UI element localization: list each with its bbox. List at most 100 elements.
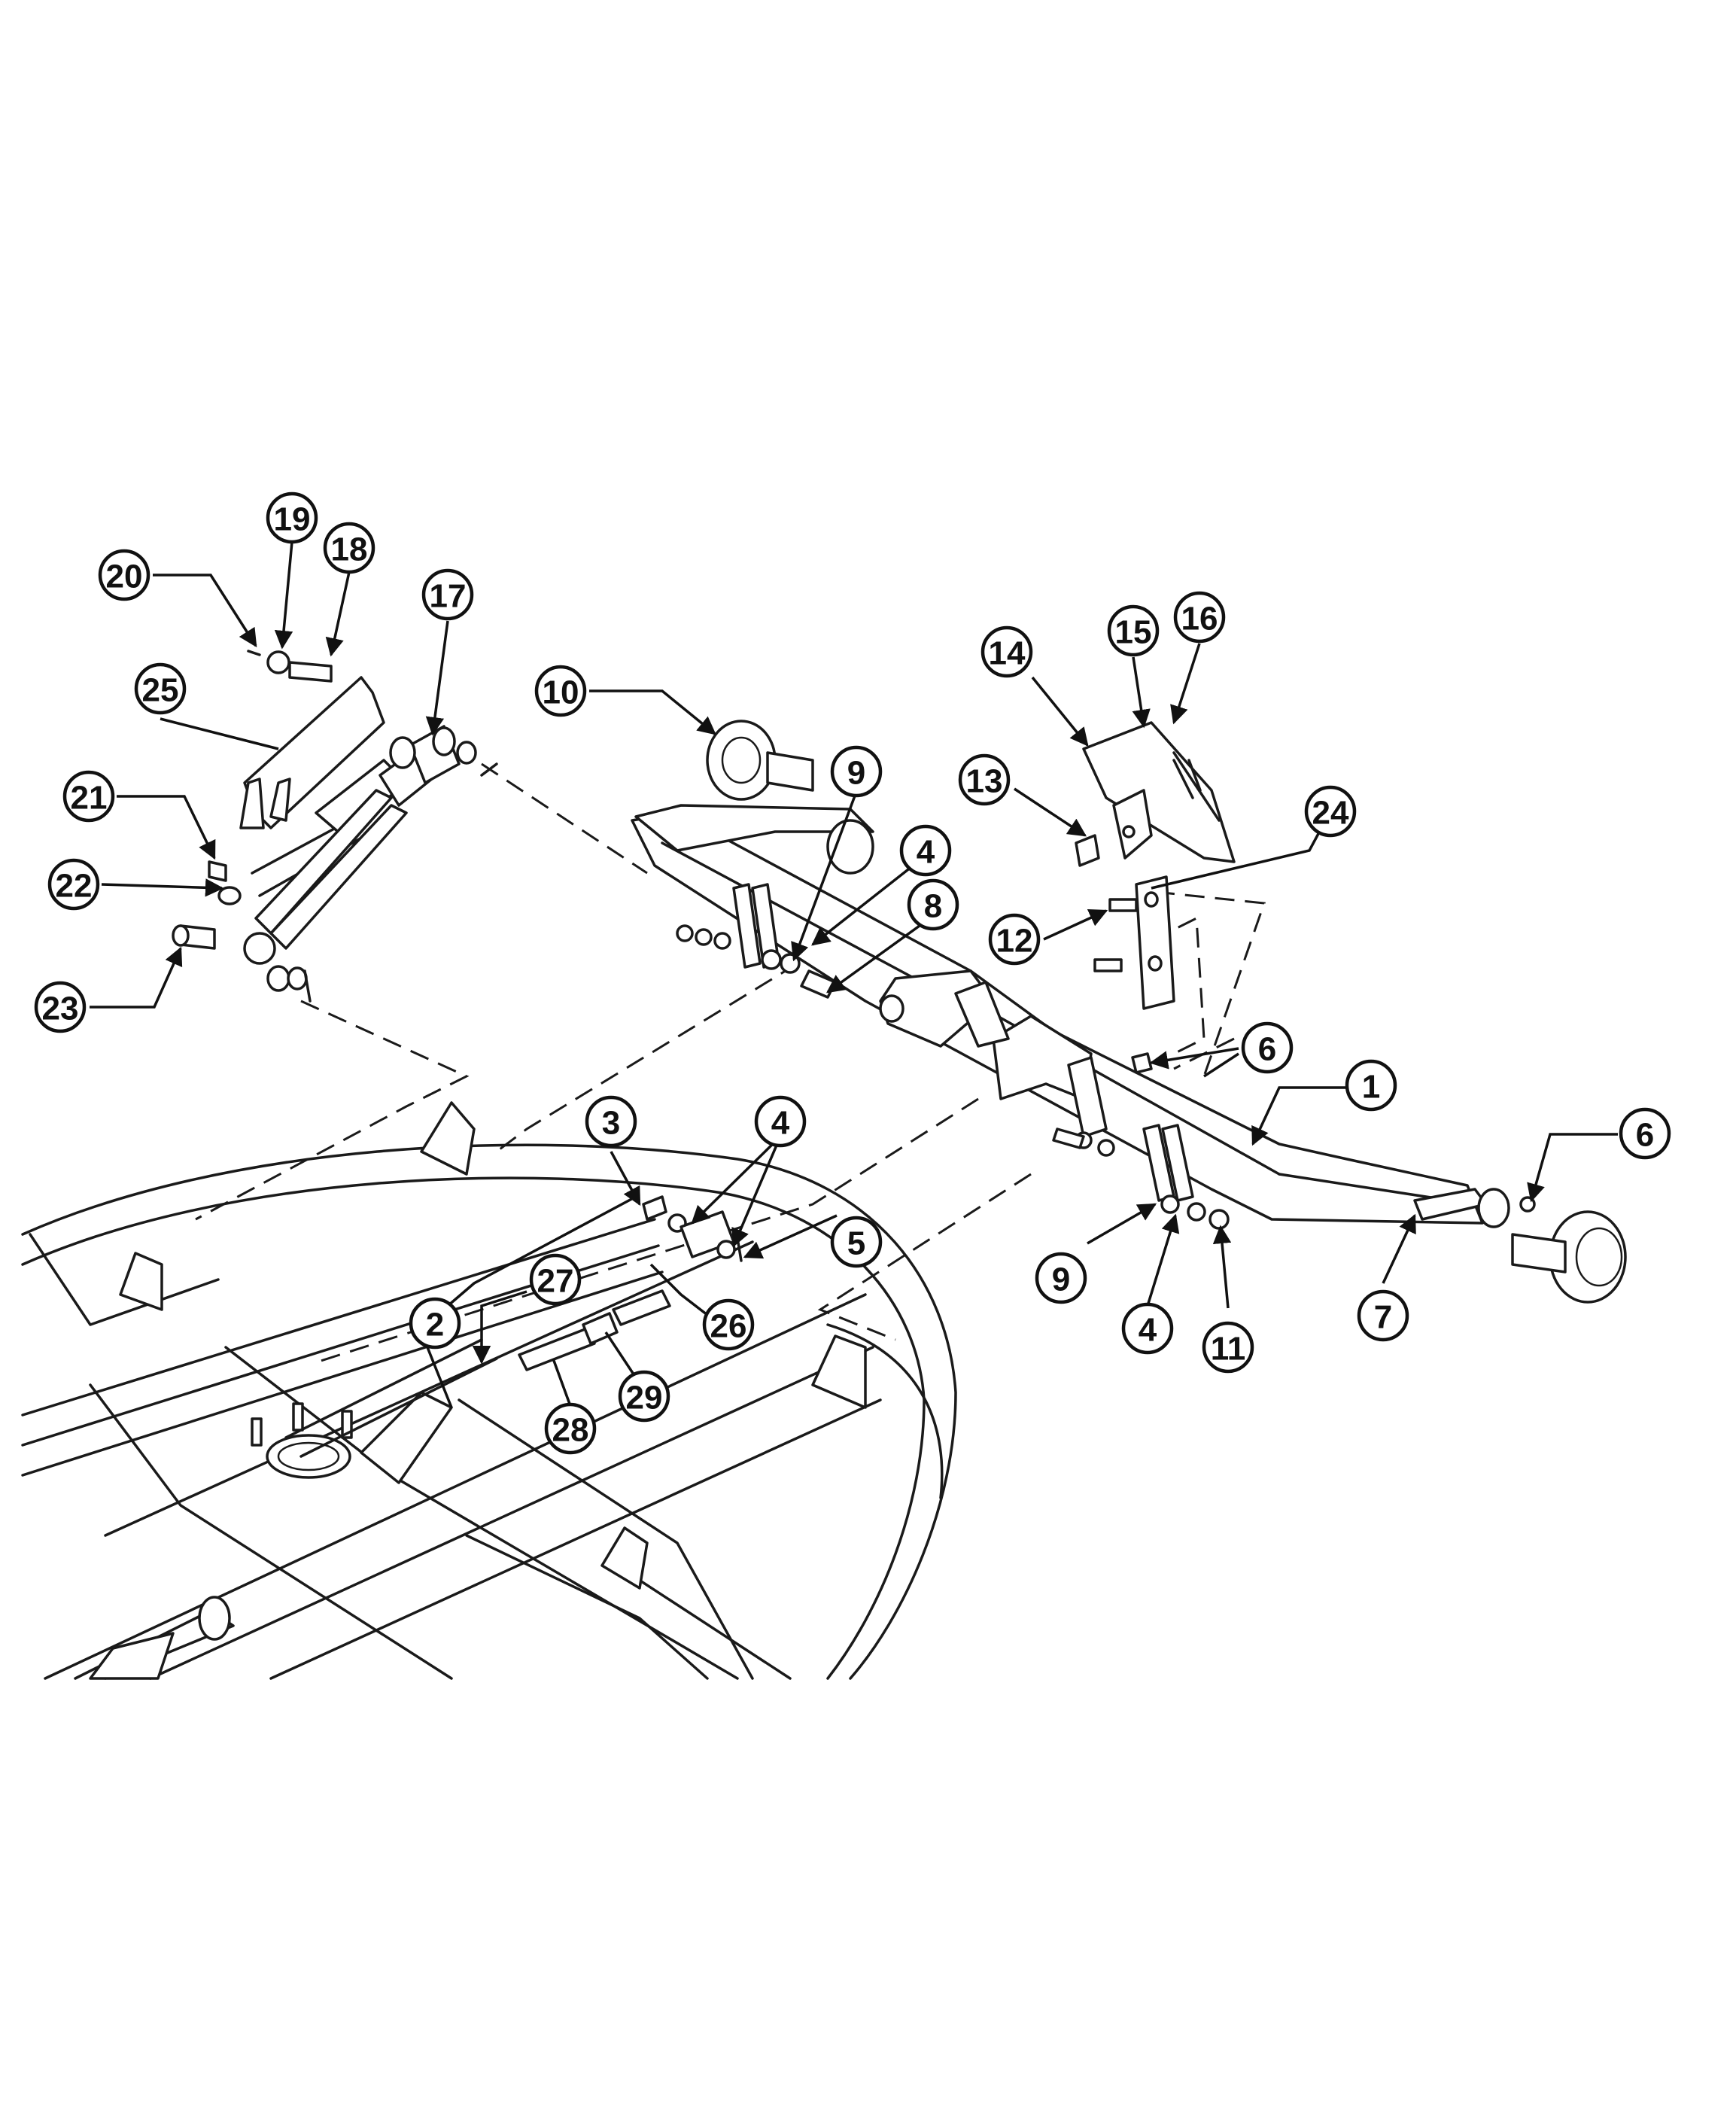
callout-circle [98,549,150,601]
callout-14: 14 [980,625,1033,678]
leader-lines [90,541,1618,1408]
callout-number: 21 [71,780,108,817]
callout-9: 9 [830,745,883,798]
callout-number: 4 [771,1105,790,1142]
callout-circle [47,858,100,911]
callout-circle [830,745,883,798]
callout-circle [1357,1289,1409,1342]
callout-circle [323,522,375,574]
callout-circle [1202,1321,1254,1374]
callout-number: 9 [1052,1261,1070,1298]
callout-circle [134,662,187,715]
callout-6: 6 [1241,1021,1294,1074]
callout-number: 16 [1181,601,1218,638]
callout-circle [1121,1302,1174,1355]
callout-number: 28 [552,1412,589,1449]
callout-17: 17 [421,568,474,621]
callout-3: 3 [585,1095,637,1148]
callout-6: 6 [1619,1107,1671,1160]
callout-27: 27 [529,1253,582,1306]
assembly-guide-lines [195,762,1266,1364]
callout-number: 22 [56,868,93,905]
callout-circle [1241,1021,1294,1074]
callout-number: 4 [1139,1312,1157,1349]
callout-number: 9 [847,755,865,792]
callout-29: 29 [618,1370,670,1423]
callout-circle [529,1253,582,1306]
callout-4: 4 [1121,1302,1174,1355]
callout-circle [1304,785,1357,838]
callout-number: 12 [996,923,1033,960]
callout-21: 21 [62,770,115,823]
callout-22: 22 [47,858,100,911]
callout-number: 29 [626,1380,663,1417]
callout-19: 19 [266,491,318,544]
callout-number: 15 [1115,614,1152,651]
callout-number: 27 [537,1263,574,1300]
callout-circle [544,1402,597,1455]
callout-circle [988,913,1041,966]
callout-number: 17 [430,578,467,615]
callout-circle [907,878,959,931]
callout-circle [618,1370,670,1423]
callout-2: 2 [409,1297,461,1350]
callout-circle [409,1297,461,1350]
callout-number: 1 [1362,1069,1380,1106]
callout-24: 24 [1304,785,1357,838]
callout-number: 14 [989,635,1026,672]
callout-circle [1035,1252,1087,1304]
callout-7: 7 [1357,1289,1409,1342]
callout-number: 13 [966,763,1003,800]
callout-number: 18 [331,531,368,568]
callout-9: 9 [1035,1252,1087,1304]
callout-13: 13 [958,753,1011,806]
mower-deck [21,1101,957,1680]
callout-5: 5 [830,1216,883,1268]
lift-cylinder-assembly [172,650,498,1003]
callout-20: 20 [98,549,150,601]
callout-10: 10 [534,665,587,717]
callout-circle [980,625,1033,678]
callout-circle [585,1095,637,1148]
callout-4: 4 [754,1095,807,1148]
callout-number: 23 [42,991,79,1027]
callout-circle [534,665,587,717]
callout-1: 1 [1345,1059,1397,1112]
callout-18: 18 [323,522,375,574]
callout-number: 20 [106,558,143,595]
callout-number: 7 [1374,1299,1392,1336]
callout-12: 12 [988,913,1041,966]
callout-number: 19 [274,501,311,538]
callout-26: 26 [702,1298,755,1351]
callout-number: 6 [1636,1117,1654,1154]
callout-8: 8 [907,878,959,931]
callout-number: 6 [1258,1031,1276,1068]
callout-circle [1619,1107,1671,1160]
callout-number: 26 [710,1308,747,1345]
main-axle [631,720,1627,1304]
callout-circle [62,770,115,823]
callout-circle [1107,604,1160,657]
callout-circle [830,1216,883,1268]
callout-number: 5 [847,1225,865,1262]
callout-25: 25 [134,662,187,715]
callout-circle [34,981,87,1033]
callout-number: 10 [543,674,579,711]
callout-number: 2 [426,1307,444,1344]
shield-bracket [1075,721,1236,1010]
callout-4: 4 [899,824,952,877]
callout-number: 24 [1312,795,1349,832]
callout-number: 3 [602,1105,620,1142]
callout-23: 23 [34,981,87,1033]
callout-circle [266,491,318,544]
callout-16: 16 [1173,591,1226,644]
callout-number: 25 [142,672,179,709]
callout-15: 15 [1107,604,1160,657]
callout-number: 11 [1211,1331,1246,1368]
callout-circle [1173,591,1226,644]
callout-circle [754,1095,807,1148]
callout-circle [1345,1059,1397,1112]
callout-circle [899,824,952,877]
